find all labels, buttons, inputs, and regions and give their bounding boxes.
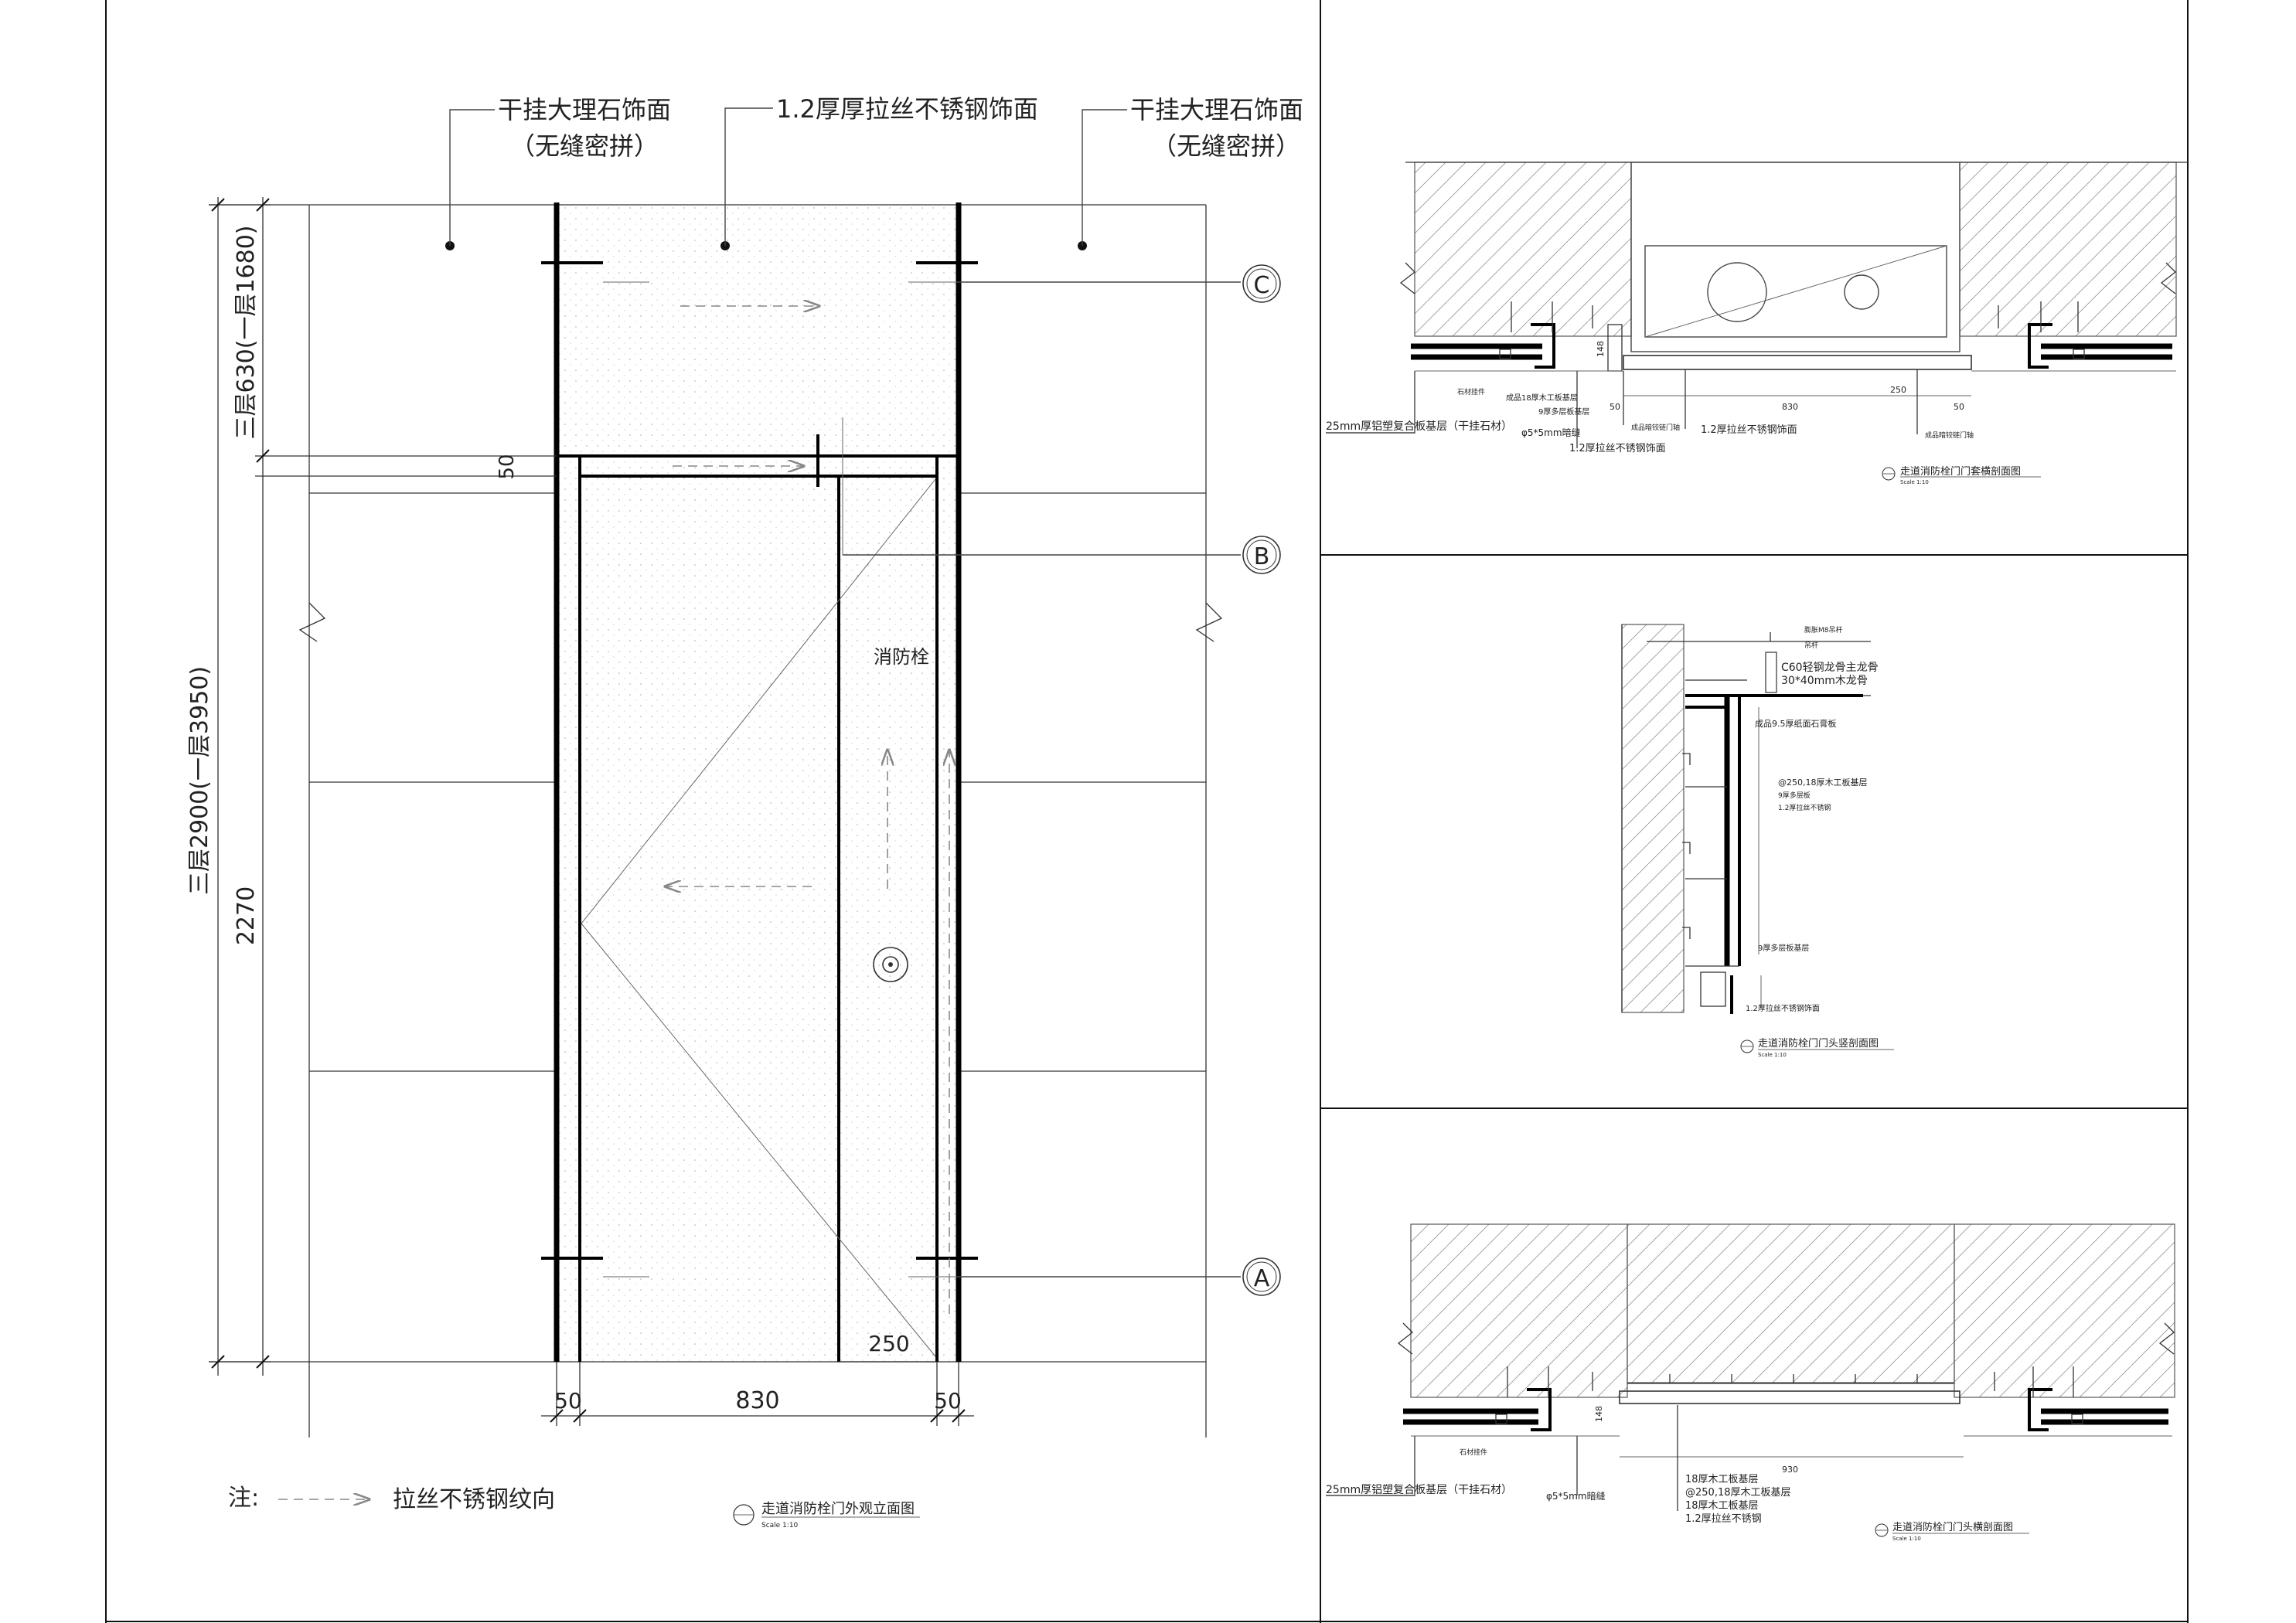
detail-c-label-left-5: 1.2厚拉丝不锈钢饰面 <box>1569 443 1666 454</box>
detail-b-label-10: 1.2厚拉丝不锈钢饰面 <box>1746 1003 1820 1013</box>
detail-c-label-right-1: 成品暗铰链门轴 <box>1925 430 1974 440</box>
detail-b-label-9: 9厚多层板基层 <box>1758 943 1809 953</box>
door-handle-icon[interactable] <box>873 947 908 982</box>
detail-c-dim-50: 50 <box>1610 402 1620 412</box>
dim-bottom-50-left: 50 <box>554 1388 582 1414</box>
detail-a-label-left-2: φ5*5mm暗缝 <box>1546 1490 1606 1502</box>
sheet-frame <box>105 0 2189 1623</box>
detail-c-left-jamb <box>1411 301 1623 372</box>
detail-c-dim-50b: 50 <box>1954 402 1964 412</box>
detail-c-title-block: 走道消防栓门门套横剖面图 Scale 1:10 <box>1882 465 2041 485</box>
detail-c-label-left-3: 9厚多层板基层 <box>1538 407 1589 417</box>
detail-a-dim-930: 930 <box>1782 1465 1798 1475</box>
detail-a-label-r-2: @250,18厚木工板基层 <box>1685 1487 1791 1499</box>
elevation-title: 走道消防栓门外观立面图 <box>761 1501 915 1517</box>
marker-a-label: A <box>1254 1265 1270 1292</box>
dim-2270: 2270 <box>233 886 260 945</box>
detail-a-label-left-1: 25mm厚铝塑复合板基层（干挂石材） <box>1326 1483 1512 1496</box>
callout-marble-right: 干挂大理石饰面 （无缝密拼） <box>1078 95 1303 250</box>
detail-a-title-block: 走道消防栓门门头横剖面图 Scale 1:10 <box>1875 1521 2029 1542</box>
detail-b-label-6: @250,18厚木工板基层 <box>1778 777 1868 788</box>
detail-c-dim-250: 250 <box>1890 385 1906 395</box>
dim-top: 三层630(一层1680) <box>233 225 260 439</box>
detail-c-label-left-1: 25mm厚铝塑复合板基层（干挂石材） <box>1326 420 1512 433</box>
detail-b-label-4: 30*40mm木龙骨 <box>1781 675 1868 687</box>
marker-b-label: B <box>1254 543 1270 570</box>
detail-c-dim-148: 148 <box>1596 341 1606 357</box>
detail-a-label-r-4: 1.2厚拉丝不锈钢 <box>1685 1513 1762 1525</box>
detail-a-label-left-3: 石材挂件 <box>1460 1448 1487 1457</box>
detail-b-label-2: 吊杆 <box>1804 641 1818 650</box>
detail-b-label-8: 1.2厚拉丝不锈钢 <box>1778 803 1831 812</box>
detail-b-label-1: 膨胀M8吊杆 <box>1804 625 1843 635</box>
detail-c-label-mid-2: 成品暗铰链门轴 <box>1631 423 1680 432</box>
detail-c-label-left-2: 成品18厚木工板基层 <box>1506 393 1578 403</box>
elevation-title-block: 走道消防栓门外观立面图 Scale 1:10 <box>733 1501 920 1529</box>
detail-b-scale: Scale 1:10 <box>1758 1052 1787 1058</box>
detail-a-dim-148: 148 <box>1594 1406 1604 1422</box>
marker-c-label: C <box>1254 272 1270 299</box>
section-marker-a[interactable]: A <box>1242 1257 1281 1296</box>
detail-c-dim-830: 830 <box>1782 402 1798 412</box>
elevation-scale: Scale 1:10 <box>761 1522 799 1529</box>
door-frame <box>554 202 962 1362</box>
detail-c-right-jamb <box>1998 301 2172 369</box>
section-marker-c[interactable]: C <box>1242 264 1281 303</box>
detail-c-label-mid-3: 1.2厚拉丝不锈钢饰面 <box>1701 424 1797 436</box>
detail-b-title: 走道消防栓门门头竖剖面图 <box>1758 1037 1879 1050</box>
dim-total: 三层2900(一层3950) <box>186 666 213 895</box>
detail-b-label-3: C60轻钢龙骨主龙骨 <box>1781 662 1879 674</box>
detail-a-left-jamb <box>1403 1366 1593 1431</box>
callout-marble-right-line1: 干挂大理石饰面 <box>1130 95 1303 124</box>
detail-b-vertical-section: 膨胀M8吊杆 吊杆 C60轻钢龙骨主龙骨 30*40mm木龙骨 成品9.5厚纸面… <box>1621 624 1894 1058</box>
callout-marble-left-line1: 干挂大理石饰面 <box>498 95 671 124</box>
hydrant-label: 消防栓 <box>874 646 929 668</box>
callout-marble-right-line2: （无缝密拼） <box>1152 131 1300 161</box>
detail-a-scale: Scale 1:10 <box>1892 1536 1921 1542</box>
callout-steel: 1.2厚厚拉丝不锈钢饰面 <box>720 94 1038 250</box>
dim-250: 250 <box>868 1331 909 1356</box>
note-text: 拉丝不锈钢纹向 <box>393 1486 555 1513</box>
detail-c-title: 走道消防栓门门套横剖面图 <box>1900 465 2021 478</box>
detail-c-scale: Scale 1:10 <box>1900 479 1929 485</box>
callout-marble-left: 干挂大理石饰面 （无缝密拼） <box>445 95 671 250</box>
note-prefix: 注: <box>228 1485 259 1512</box>
detail-b-title-block: 走道消防栓门门头竖剖面图 Scale 1:10 <box>1740 1037 1894 1058</box>
callout-steel-text: 1.2厚厚拉丝不锈钢饰面 <box>776 94 1038 124</box>
detail-c-label-mid-1: 石材挂件 <box>1457 387 1485 396</box>
section-marker-b[interactable]: B <box>1242 536 1281 574</box>
dim-bottom-830: 830 <box>735 1387 779 1414</box>
grain-note: 注: 拉丝不锈钢纹向 <box>228 1485 555 1513</box>
detail-a-title: 走道消防栓门门头横剖面图 <box>1892 1521 2013 1533</box>
door-elevation: C B A 消防栓 干挂 <box>186 94 1303 1529</box>
detail-a-right-jamb <box>1994 1366 2168 1431</box>
detail-c-label-left-4: φ5*5mm暗缝 <box>1521 427 1581 438</box>
detail-a-label-r-1: 18厚木工板基层 <box>1685 1474 1759 1485</box>
detail-a-label-r-3: 18厚木工板基层 <box>1685 1500 1759 1512</box>
detail-a-plan-section: 930 148 25mm厚铝塑复合板基层（干挂石材） φ5*5mm暗缝 石材挂件… <box>1326 1223 2175 1542</box>
detail-b-label-7: 9厚多层板 <box>1778 791 1811 800</box>
detail-b-label-5: 成品9.5厚纸面石膏板 <box>1755 718 1837 729</box>
swing-lines <box>581 478 936 1357</box>
detail-c-plan-section: 830 250 50 50 148 25mm厚铝塑复合板基层（干挂石材） 成品1… <box>1326 162 2188 485</box>
dim-50-vertical: 50 <box>496 454 519 479</box>
grain-arrows <box>665 306 949 1314</box>
cut-marks <box>541 261 1241 1278</box>
steel-panel-fill <box>555 205 959 1362</box>
dim-bottom-50-right: 50 <box>934 1388 962 1414</box>
callout-marble-left-line2: （无缝密拼） <box>510 131 659 161</box>
horizontal-dimensions: 50 830 50 250 <box>541 1331 974 1426</box>
vertical-dimensions: 三层2900(一层3950) 三层630(一层1680) 2270 50 <box>186 197 557 1376</box>
